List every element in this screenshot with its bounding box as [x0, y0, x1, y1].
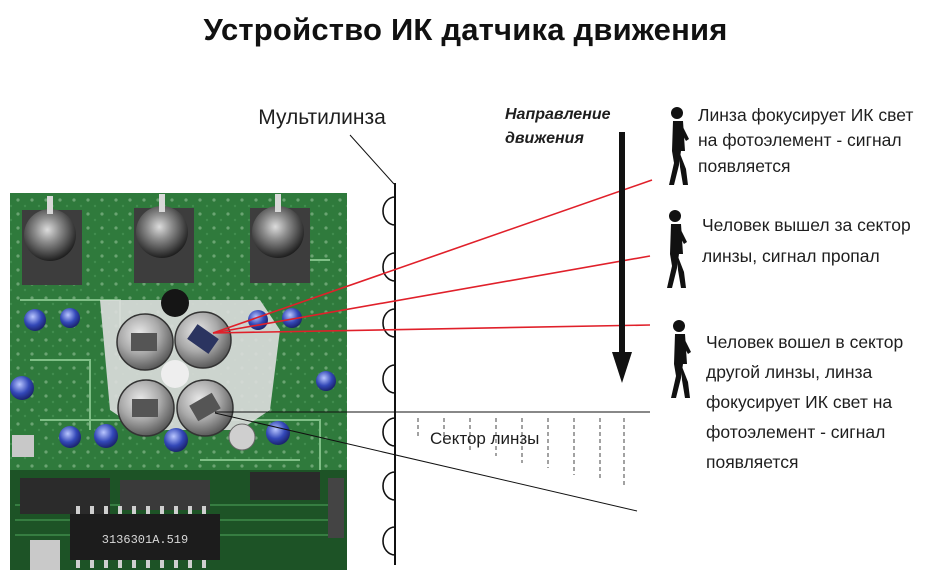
walking-person-icon	[669, 107, 689, 185]
walking-person-icon	[667, 210, 687, 288]
multilens-label: Мультилинза	[258, 106, 386, 129]
event-text-line: Линза фокусирует ИК свет	[698, 105, 913, 125]
event-left-sector: Человек вышел за сектор линзы, сигнал пр…	[702, 215, 911, 266]
direction-label-line1: Направление	[505, 106, 611, 123]
event-text-line: Человек вышел за сектор	[702, 215, 911, 235]
multilens: Мультилинза	[258, 106, 396, 565]
ir-rays	[212, 179, 653, 334]
lens-sector-label: Сектор линзы	[430, 429, 539, 448]
potentiometer-3	[250, 194, 310, 283]
event-text-line: появляется	[706, 452, 798, 472]
event-text-line: линзы, сигнал пропал	[702, 246, 880, 266]
down-arrow-head-icon	[612, 352, 632, 383]
chip-label: 3136301A.519	[102, 533, 188, 547]
direction-label-line2: движения	[505, 130, 584, 147]
potentiometer-1	[22, 196, 82, 285]
event-focus-appears: Линза фокусирует ИК свет на фотоэлемент …	[698, 105, 913, 176]
potentiometer-2	[134, 194, 194, 283]
event-text-line: появляется	[698, 156, 790, 176]
page-title: Устройство ИК датчика движения	[203, 12, 728, 47]
event-text-line: Человек вошел в сектор	[706, 332, 903, 352]
lens-sector: Сектор линзы	[214, 411, 650, 512]
ic-chip: 3136301A.519	[70, 506, 220, 568]
event-entered-other-sector: Человек вошел в сектор другой линзы, лин…	[706, 332, 903, 472]
pir-sensor-cluster	[116, 311, 234, 437]
motion-direction: Направление движения	[505, 106, 632, 383]
event-text-line: на фотоэлемент - сигнал	[698, 130, 902, 150]
walking-person-icon	[671, 320, 691, 398]
pcb-photo: 3136301A.519	[10, 193, 347, 570]
event-text-line: фокусирует ИК свет на	[706, 392, 892, 412]
event-text-line: другой линзы, линза	[706, 362, 873, 382]
event-text-line: фотоэлемент - сигнал	[706, 422, 885, 442]
